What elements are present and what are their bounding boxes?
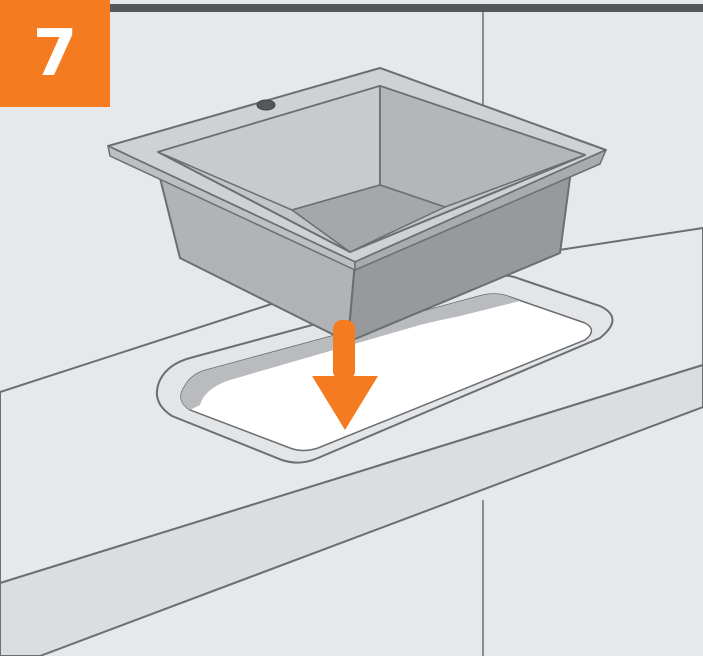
- countertop-edge: [0, 364, 703, 656]
- sink-rim-edge-right: [354, 149, 607, 271]
- down-arrow-icon: [312, 320, 378, 430]
- step-number: 7: [32, 16, 78, 91]
- cutout-shadow: [181, 294, 520, 410]
- basin-floor: [291, 184, 446, 253]
- faucet-hole-icon: [256, 99, 276, 111]
- step-number-badge: 7: [0, 0, 110, 107]
- top-bar: [110, 4, 703, 12]
